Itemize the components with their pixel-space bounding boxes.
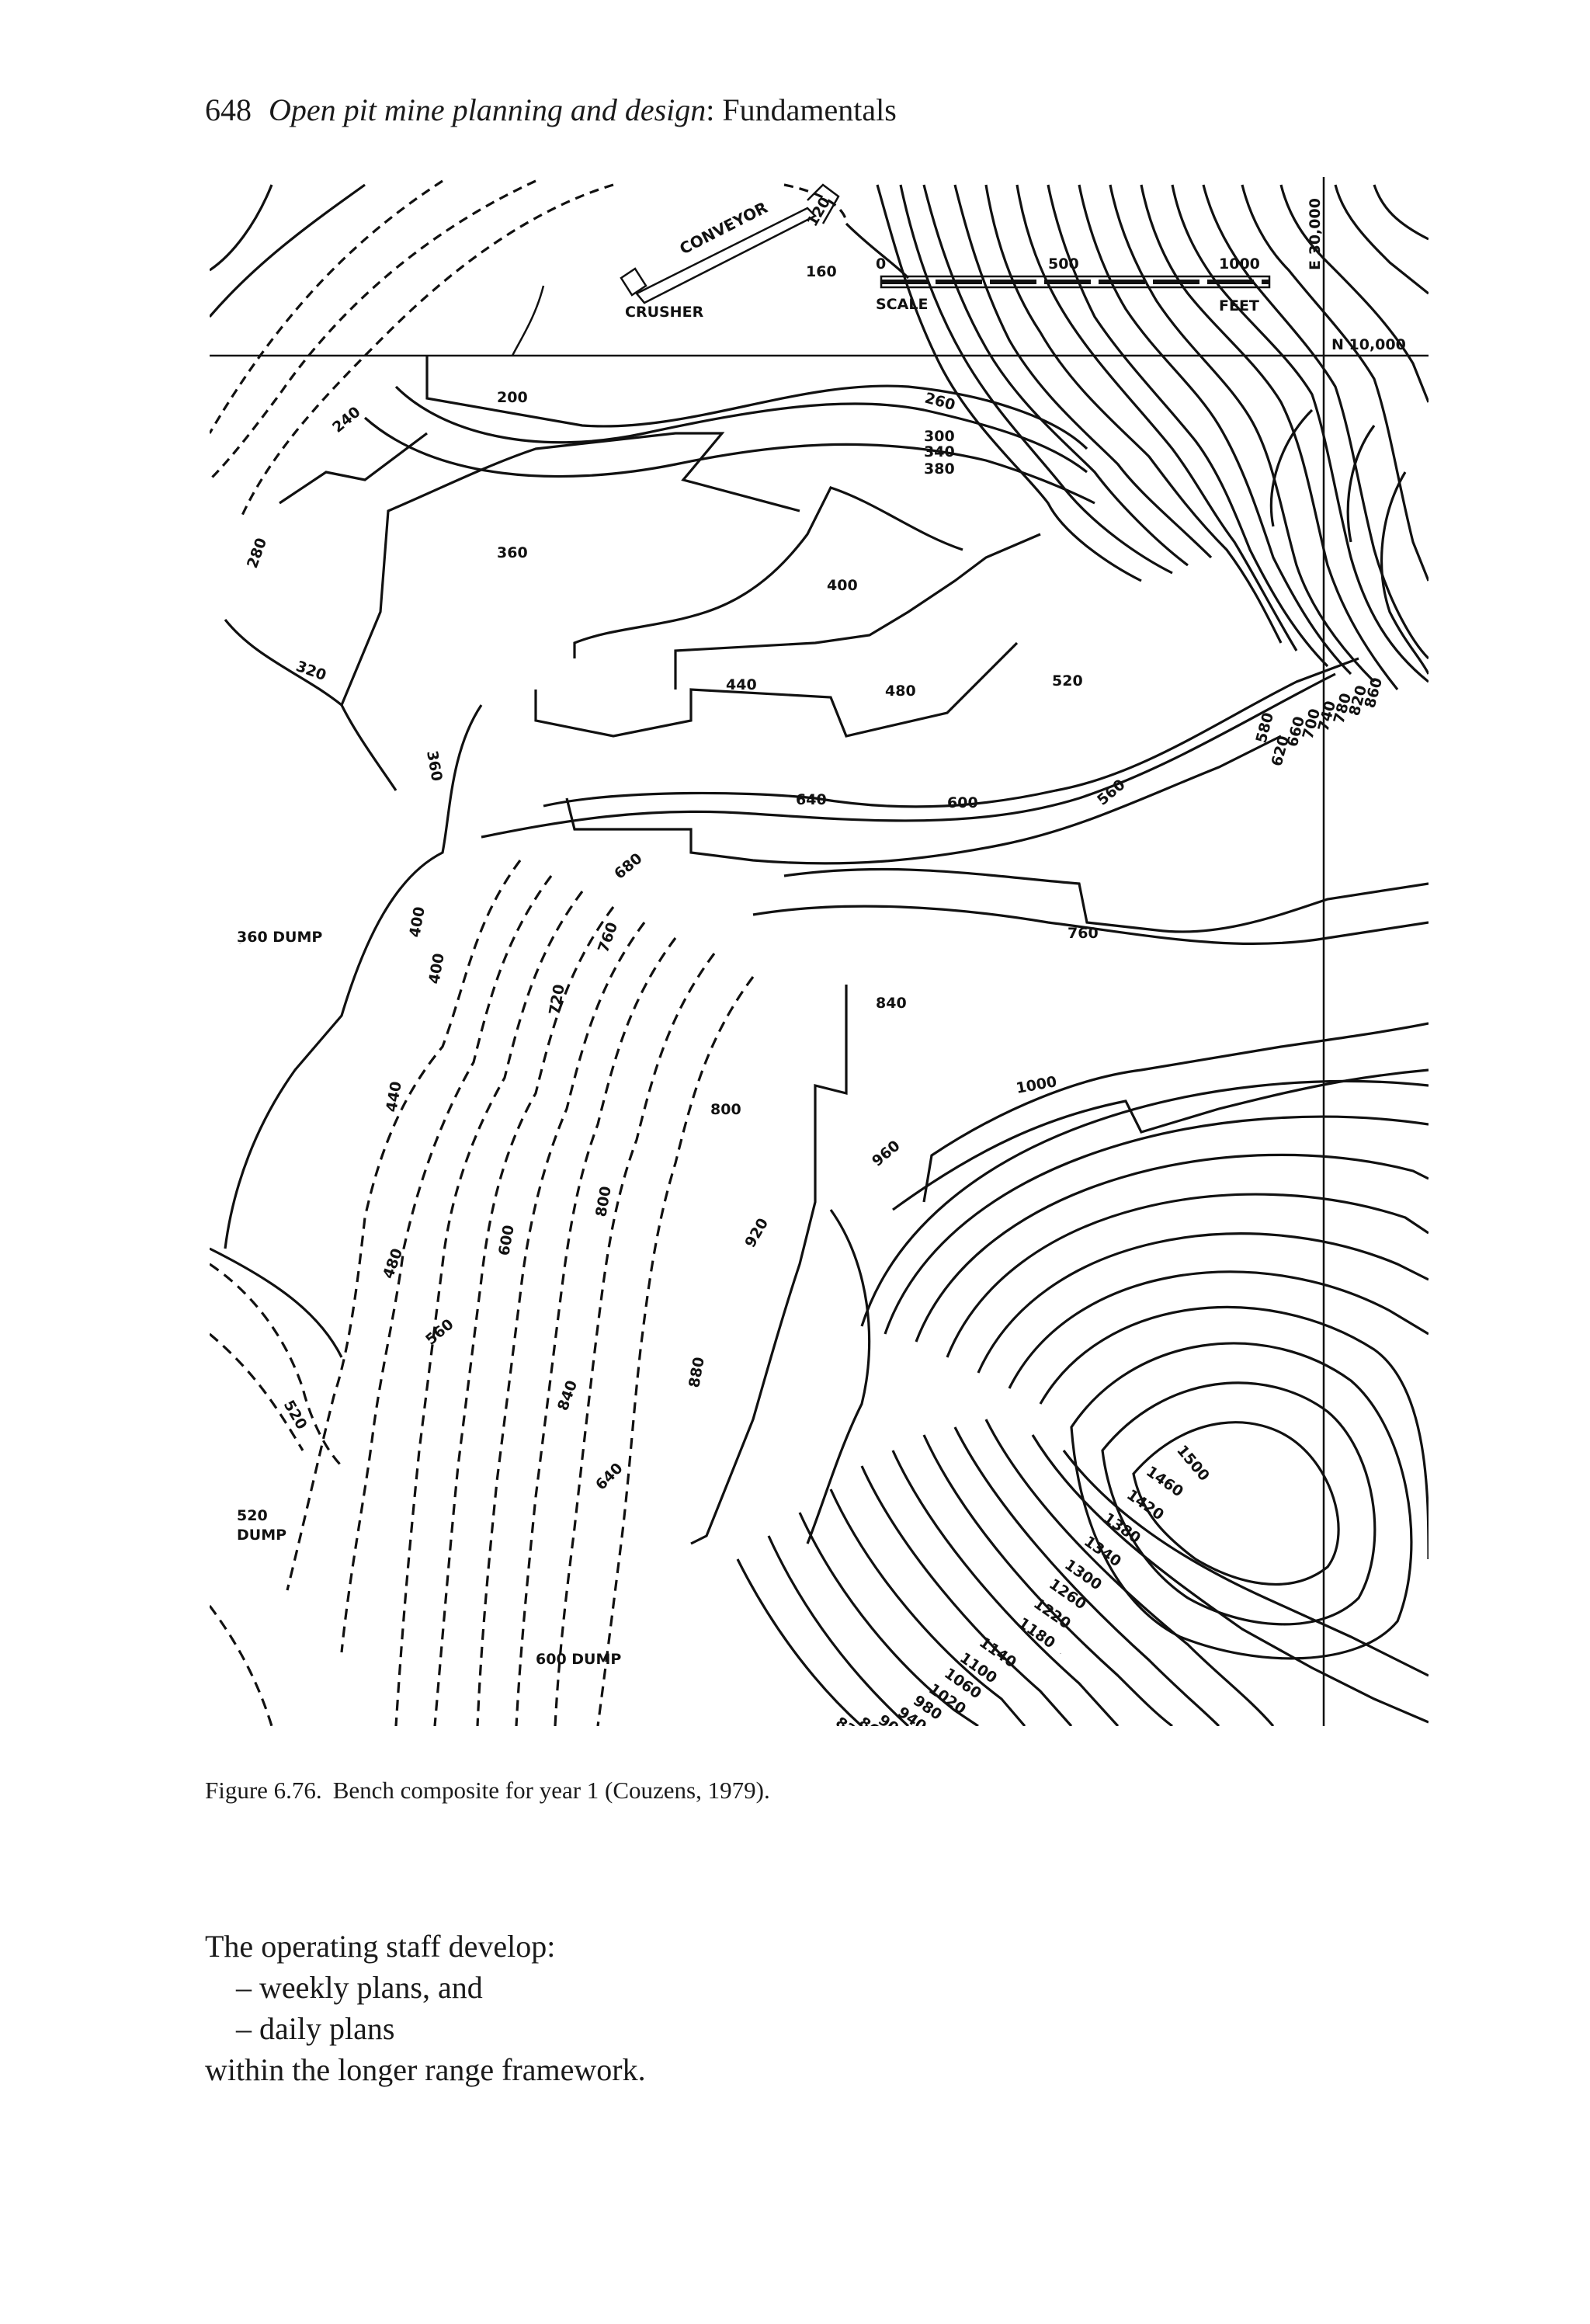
contour-label: 1380: [1100, 1509, 1144, 1547]
contour-label: 280: [244, 536, 270, 571]
contour-map-figure: CONVEYOR CRUSHER SCALE FEET 0 500 1000 E…: [210, 177, 1429, 1726]
contour-label: 860: [1362, 676, 1387, 710]
dump-520-dump-label: DUMP: [237, 1527, 286, 1544]
contour-label: 600: [947, 794, 978, 811]
body-intro: The operating staff develop:: [205, 1929, 556, 1964]
contour-lines: [210, 177, 1429, 1726]
figure-caption: Figure 6.76. Bench composite for year 1 (…: [205, 1777, 770, 1805]
feet-label: FEET: [1219, 297, 1259, 314]
northing-label: N 10,000: [1331, 336, 1406, 353]
running-head: 648 Open pit mine planning and design: Fu…: [205, 92, 897, 128]
contour-label: 640: [592, 1460, 627, 1494]
contour-label: 320: [293, 658, 328, 684]
map-labels: CONVEYOR CRUSHER SCALE FEET 0 500 1000 E…: [237, 194, 1406, 1726]
contour-label: 800: [710, 1101, 741, 1118]
contour-label: 360: [497, 544, 528, 561]
dump-600-label: 600 DUMP: [536, 1651, 621, 1668]
contour-label: 400: [827, 577, 858, 594]
contour-label: 360: [423, 749, 446, 783]
contour-label: 860: [1060, 1653, 1061, 1655]
dump-360-label: 360 DUMP: [237, 929, 322, 946]
easting-label: E 30,000: [1307, 198, 1324, 270]
dump-520-label: 520: [237, 1507, 268, 1524]
figure-number: Figure 6.76.: [205, 1777, 322, 1804]
contour-label: 1500: [1173, 1442, 1213, 1485]
contour-label: 340: [924, 443, 955, 460]
contour-label: 680: [611, 849, 646, 882]
contour-label: 160: [806, 263, 837, 280]
contour-label: 960: [869, 1137, 904, 1169]
body-list-item: – weekly plans, and: [236, 1970, 483, 2005]
body-list-item: – daily plans: [236, 2011, 395, 2046]
contour-label: 380: [924, 460, 955, 478]
contour-label: 240: [329, 403, 364, 436]
contour-label: 300: [924, 428, 955, 445]
contour-label: 760: [595, 920, 621, 955]
contour-label: 600: [495, 1224, 518, 1257]
contour-label: 440: [726, 676, 757, 693]
contour-label: 760: [1068, 925, 1099, 942]
contour-label: 800: [592, 1185, 615, 1218]
scale-word-label: SCALE: [876, 296, 928, 313]
scale-500-label: 500: [1048, 255, 1079, 273]
book-title: Open pit mine planning and design: [269, 92, 706, 127]
contour-label: 840: [876, 995, 907, 1012]
contour-label: 400: [425, 952, 448, 985]
scale-1000-label: 1000: [1219, 255, 1260, 273]
contour-label: 1340: [1081, 1533, 1124, 1570]
contour-label: 920: [741, 1215, 772, 1250]
contour-label: 520: [280, 1398, 311, 1433]
scale-zero-label: 0: [876, 255, 886, 273]
contour-label: 520: [1052, 672, 1083, 690]
body-closing: within the longer range framework.: [205, 2052, 646, 2087]
contour-label: 560: [422, 1315, 457, 1348]
contour-label: 1460: [1143, 1463, 1186, 1500]
book-subtitle: : Fundamentals: [706, 92, 897, 127]
contour-label: 360: [239, 943, 241, 945]
body-paragraph: The operating staff develop: – weekly pl…: [205, 1926, 646, 2090]
contour-label: 480: [885, 683, 916, 700]
contour-label: 880: [686, 1356, 708, 1389]
contour-label: 400: [406, 905, 429, 939]
figure-caption-text: Bench composite for year 1 (Couzens, 197…: [332, 1777, 770, 1804]
page-number: 648: [205, 92, 252, 127]
contour-map: CONVEYOR CRUSHER SCALE FEET 0 500 1000 E…: [210, 177, 1429, 1726]
contour-label: 840: [554, 1378, 581, 1413]
contour-label: 200: [497, 389, 528, 406]
contour-label: 640: [796, 791, 827, 808]
crusher-label: CRUSHER: [625, 304, 704, 321]
contour-label: 720: [546, 983, 568, 1016]
